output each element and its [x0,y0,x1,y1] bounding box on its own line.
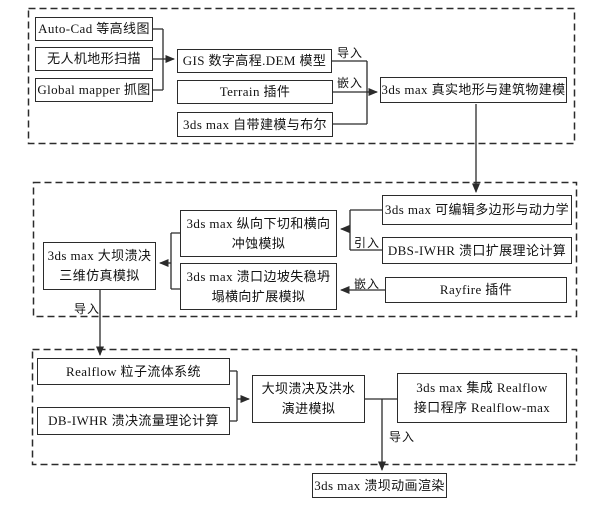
node-slope-collapse-line2: 塌横向扩展模拟 [211,288,306,304]
node-realflow-max-interface: 3ds max 集成 Realflow 接口程序 Realflow-max [397,373,567,423]
node-3dsmax-builtin-boolean: 3ds max 自带建模与布尔 [177,112,333,137]
node-db-iwhr-discharge-theory: DB-IWHR 溃决流量理论计算 [37,407,230,435]
node-flood-routing-sim-line2: 演进模拟 [281,401,336,416]
node-downcut-erosion-sim-line1: 3ds max 纵向下切和横向 [186,215,331,231]
edge-label-import-to-render: 导入 [389,430,416,444]
edge-label-introduce-dbs-iwhr: 引入 [354,236,381,250]
node-downcut-erosion-sim-line2: 冲蚀模拟 [231,235,286,251]
node-dbs-iwhr-breach-theory: DBS-IWHR 溃口扩展理论计算 [382,237,572,264]
node-realflow-particle-system: Realflow 粒子流体系统 [37,358,230,385]
edge-tools-to-real-terrain [332,60,378,125]
edge-erosion-to-dam-break [159,232,180,290]
node-real-terrain-building-modeling: 3ds max 真实地形与建筑物建模 [380,77,567,103]
edge-label-embed-rayfire: 嵌入 [354,277,381,291]
node-rayfire-plugin: Rayfire 插件 [385,277,567,303]
node-slope-collapse-line1: 3ds max 溃口边坡失稳坍 [186,268,331,284]
node-dam-break-3d-sim-line2: 三维仿真模拟 [59,268,140,283]
node-realflow-max-interface-line1: 3ds max 集成 Realflow [416,380,548,395]
node-dam-break-3d-sim-line1: 3ds max 大坝溃决 [47,248,152,263]
node-dam-break-animation-render: 3ds max 溃坝动画渲染 [312,473,447,498]
edge-fluid-to-flood-sim [230,370,250,422]
edge-sources-to-gis [153,28,175,91]
node-gis-dem-model: GIS 数字高程.DEM 模型 [177,49,332,73]
node-terrain-plugin: Terrain 插件 [177,80,333,104]
node-editable-poly-dynamics: 3ds max 可编辑多边形与动力学 [382,195,572,225]
node-realflow-max-interface-line2: 接口程序 Realflow-max [413,400,551,415]
node-downcut-erosion-sim: 3ds max 纵向下切和横向 冲蚀模拟 [180,210,337,257]
node-flood-routing-sim-line1: 大坝溃决及洪水 [261,381,356,396]
node-uav-terrain-scan: 无人机地形扫描 [35,47,153,71]
node-flood-routing-sim: 大坝溃决及洪水 演进模拟 [252,375,365,423]
edge-label-import-to-realflow: 导入 [74,302,101,316]
node-dam-break-3d-sim: 3ds max 大坝溃决 三维仿真模拟 [43,242,156,290]
node-slope-collapse-expansion-sim: 3ds max 溃口边坡失稳坍 塌横向扩展模拟 [180,263,337,310]
edge-label-embed-terrain: 嵌入 [337,76,364,90]
node-autocad-contour-map: Auto-Cad 等高线图 [35,17,153,41]
edge-label-import-gis: 导入 [337,46,364,60]
node-global-mapper-capture: Global mapper 抓图 [35,78,153,102]
